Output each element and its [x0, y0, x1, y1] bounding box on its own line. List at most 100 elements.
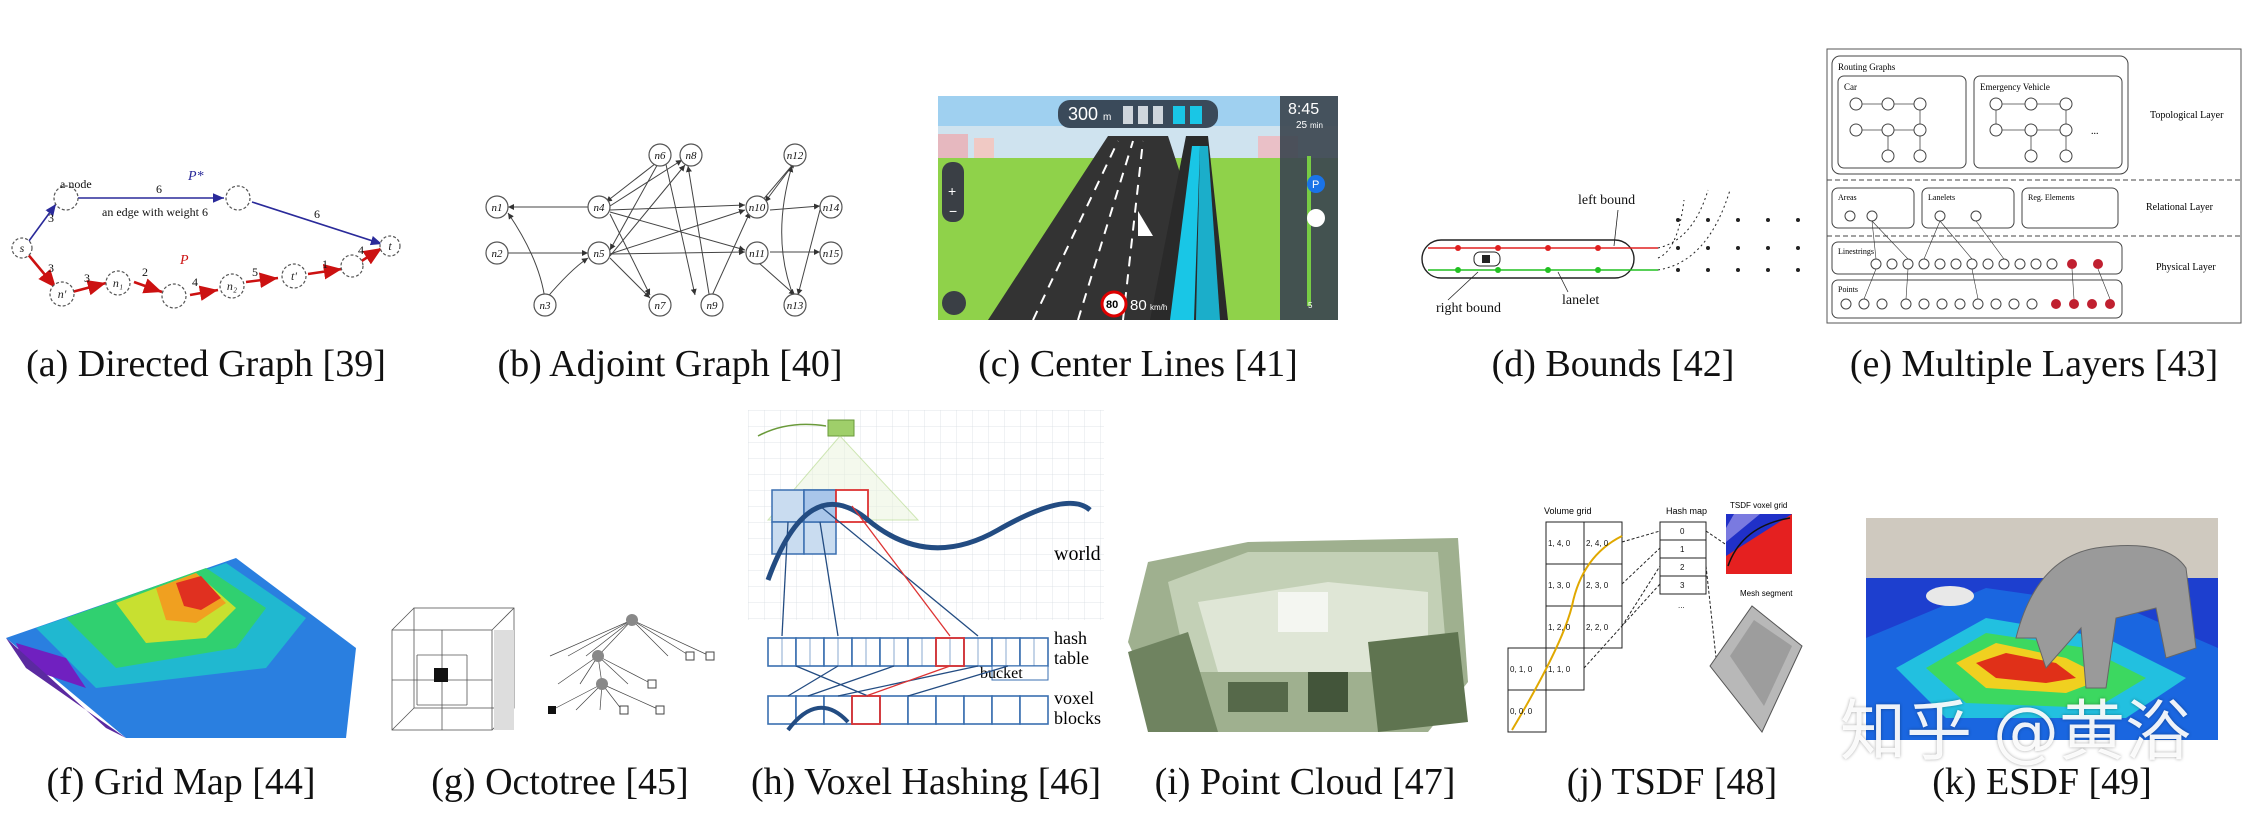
- weight-label: 6: [156, 182, 162, 196]
- volume-grid-cell-label: 2, 4, 0: [1586, 539, 1609, 548]
- volume-grid-cell-label: 1, 2, 0: [1548, 623, 1571, 632]
- voxel-blocks-label-1: voxel: [1054, 688, 1094, 708]
- node-n1-label: n₁: [113, 276, 123, 290]
- areas-title: Areas: [1838, 193, 1857, 202]
- panel-tsdf: Volume grid 1, 4, 0 2, 4, 0 1, 3, 0 2, 3, 0…: [1502, 496, 1842, 746]
- node-t-label: t: [388, 239, 392, 253]
- adjoint-node-label: n6: [655, 150, 667, 162]
- linestrings-title: Linestrings: [1838, 247, 1874, 256]
- fuel-icon[interactable]: [1307, 209, 1325, 227]
- nav-eta: 25: [1296, 120, 1308, 131]
- adjoint-node-label: n13: [787, 300, 804, 312]
- car-graph-title: Car: [1844, 82, 1857, 92]
- topological-layer-label: Topological Layer: [2150, 110, 2224, 121]
- hash-table-label-1: hash: [1054, 628, 1087, 648]
- node-t-prime-label: t': [291, 269, 297, 283]
- reg-elements-title: Reg. Elements: [2028, 193, 2075, 202]
- hash-map-row-label: 0: [1680, 527, 1685, 536]
- adjoint-node-label: n2: [492, 248, 504, 260]
- lane-arrow-active-icons: [1173, 106, 1202, 124]
- node-s-label: s: [20, 241, 25, 255]
- mesh-segment-title: Mesh segment: [1740, 589, 1793, 598]
- adjoint-node-label: n7: [655, 300, 667, 312]
- caption-b: (b) Adjoint Graph [40]: [497, 343, 843, 385]
- caption-c: (c) Center Lines [41]: [978, 343, 1298, 385]
- emergency-graph-title: Emergency Vehicle: [1980, 82, 2050, 92]
- adjoint-node-label: n14: [823, 202, 840, 214]
- edge-annotation: an edge with weight 6: [102, 205, 208, 219]
- weight-label: 3: [84, 271, 90, 285]
- hash-map-title: Hash map: [1666, 506, 1707, 516]
- speed-limit-value: 80: [1106, 299, 1118, 311]
- world-label: world: [1054, 543, 1101, 565]
- ellipsis: ...: [2091, 126, 2099, 137]
- caption-f: (f) Grid Map [44]: [46, 761, 316, 803]
- zoom-in-icon[interactable]: +: [948, 183, 956, 199]
- graph-edges-red: [25, 246, 383, 301]
- caption-g: (g) Octotree [45]: [431, 761, 689, 803]
- adjoint-nodes: [485, 143, 843, 317]
- speed-unit: km/h: [1150, 303, 1167, 312]
- volume-grid-cell-label: 1, 4, 0: [1548, 539, 1571, 548]
- menu-icon[interactable]: [942, 291, 966, 315]
- panel-directed-graph: s t n₁ n₂: [6, 150, 406, 320]
- speed-limit-sign: [1100, 290, 1128, 318]
- weight-label: 4: [192, 275, 198, 289]
- camera-icon: [827, 419, 855, 437]
- panel-multiple-layers: Routing Graphs Car Emergency Vehicle ...…: [1826, 48, 2242, 324]
- weight-label: 6: [314, 207, 320, 221]
- adjoint-node-label: n8: [686, 150, 698, 162]
- adjoint-node-label: n1: [492, 202, 503, 214]
- node-n-prime-label: n': [58, 287, 67, 301]
- caption-k: (k) ESDF [49]: [1932, 761, 2152, 803]
- adjoint-node-label: n10: [749, 202, 766, 214]
- svg-text:P: P: [1312, 179, 1319, 191]
- panel-esdf: [1866, 518, 2218, 740]
- weight-label: 1: [322, 257, 328, 271]
- caption-h: (h) Voxel Hashing [46]: [750, 761, 1102, 803]
- bucket-label: bucket: [980, 665, 1023, 682]
- panel-grid-map: [6, 548, 356, 738]
- hash-map-row-label: 3: [1680, 581, 1685, 590]
- zoom-control[interactable]: [942, 162, 964, 222]
- left-bound-label: left bound: [1578, 193, 1635, 208]
- zoom-out-icon[interactable]: −: [949, 203, 957, 219]
- hash-map-row-label: ...: [1678, 601, 1685, 610]
- volume-grid-cell-label: 2, 3, 0: [1586, 581, 1609, 590]
- caption-e: (e) Multiple Layers [43]: [1849, 343, 2219, 385]
- caption-i: (i) Point Cloud [47]: [1154, 761, 1456, 803]
- nav-distance-unit: m: [1103, 112, 1111, 123]
- watermark: 知乎 @黄浴: [1840, 693, 2191, 770]
- lanelet-label: lanelet: [1562, 293, 1599, 308]
- panel-octotree: [390, 600, 730, 750]
- adjoint-node-label: n15: [823, 248, 840, 260]
- right-bound-label: right bound: [1436, 301, 1501, 316]
- parking-icon[interactable]: [1307, 175, 1325, 193]
- lanelets-title: Lanelets: [1928, 193, 1955, 202]
- panel-point-cloud: [1128, 522, 1482, 740]
- adjoint-node-label: n5: [594, 248, 606, 260]
- volume-grid-cell-label: 1, 1, 0: [1548, 665, 1571, 674]
- lane-arrow-icons: [1123, 106, 1163, 124]
- adjoint-node-label: n9: [707, 300, 719, 312]
- nav-distance: 300: [1068, 104, 1098, 124]
- occupied-voxel: [434, 668, 448, 682]
- volume-grid-cell-label: 1, 3, 0: [1548, 581, 1571, 590]
- volume-grid-title: Volume grid: [1544, 506, 1592, 516]
- adjoint-node-label: n4: [594, 202, 606, 214]
- nav-remaining: 5: [1308, 301, 1313, 310]
- caption-a: (a) Directed Graph [39]: [26, 343, 386, 385]
- graph-edges-blue: [25, 193, 383, 246]
- volume-grid-cell-label: 0, 0, 0: [1510, 707, 1533, 716]
- panel-center-lines: 300 m 8:45 25 min P 5 + − 80 80 km/h: [938, 96, 1338, 320]
- panel-bounds: left bound right bound lanelet: [1418, 180, 1808, 320]
- weight-label: 4: [358, 243, 364, 257]
- adjoint-node-label: n12: [787, 150, 804, 162]
- panel-voxel-hashing: world hash table bucket voxel blocks: [748, 410, 1104, 740]
- hash-map-row-label: 1: [1680, 545, 1685, 554]
- hash-map-row-label: 2: [1680, 563, 1685, 572]
- voxel-blocks-label-2: blocks: [1054, 708, 1101, 728]
- nav-eta-unit: min: [1310, 121, 1323, 130]
- volume-grid-cell-label: 2, 2, 0: [1586, 623, 1609, 632]
